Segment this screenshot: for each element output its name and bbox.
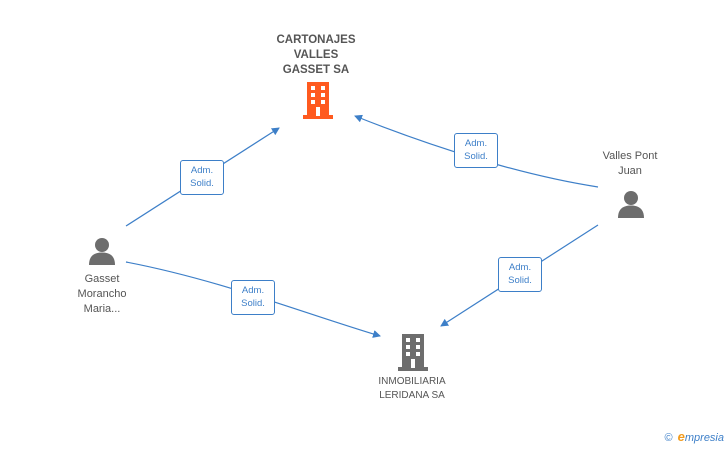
edge-label-line: Solid. bbox=[464, 151, 488, 162]
label-line: Maria... bbox=[83, 303, 121, 315]
brand-logo-initial: e bbox=[677, 429, 685, 444]
label-line: INMOBILIARIA bbox=[378, 376, 446, 387]
edge-label-valles-inmobiliaria[interactable]: Adm. Solid. bbox=[498, 257, 542, 292]
label-line: Morancho bbox=[77, 288, 127, 300]
edge-label-line: Solid. bbox=[190, 178, 214, 189]
label-line: Juan bbox=[618, 165, 642, 177]
node-label-inmobiliaria[interactable]: INMOBILIARIA LERIDANA SA bbox=[362, 375, 462, 403]
label-line: VALLES bbox=[293, 49, 339, 61]
edge-label-gasset-cartonajes[interactable]: Adm. Solid. bbox=[180, 160, 224, 195]
brand-name: mpresia bbox=[684, 432, 724, 444]
label-line: Gasset bbox=[84, 273, 120, 285]
label-line: Valles Pont bbox=[602, 150, 658, 162]
footer-brand[interactable]: © empresia bbox=[665, 429, 724, 444]
building-icon[interactable] bbox=[303, 82, 333, 119]
building-icon[interactable] bbox=[398, 334, 428, 371]
edge-label-line: Adm. bbox=[241, 285, 265, 296]
label-line: GASSET SA bbox=[282, 64, 350, 76]
person-icon[interactable] bbox=[88, 237, 116, 265]
person-icon[interactable] bbox=[617, 190, 645, 218]
node-label-valles[interactable]: Valles Pont Juan bbox=[588, 149, 672, 179]
node-label-gasset[interactable]: Gasset Morancho Maria... bbox=[60, 272, 144, 317]
label-line: LERIDANA SA bbox=[379, 390, 445, 401]
edge-label-line: Adm. bbox=[508, 262, 532, 273]
label-line: CARTONAJES bbox=[276, 34, 356, 46]
edge-label-valles-cartonajes[interactable]: Adm. Solid. bbox=[454, 133, 498, 168]
edges-layer bbox=[125, 114, 599, 338]
edge-label-line: Adm. bbox=[190, 165, 214, 176]
edge-label-gasset-inmobiliaria[interactable]: Adm. Solid. bbox=[231, 280, 275, 315]
copyright-symbol: © bbox=[664, 432, 673, 444]
edge-label-line: Solid. bbox=[241, 298, 265, 309]
edge-label-line: Adm. bbox=[464, 138, 488, 149]
edge-label-line: Solid. bbox=[508, 275, 532, 286]
node-label-cartonajes[interactable]: CARTONAJES VALLES GASSET SA bbox=[258, 33, 374, 78]
